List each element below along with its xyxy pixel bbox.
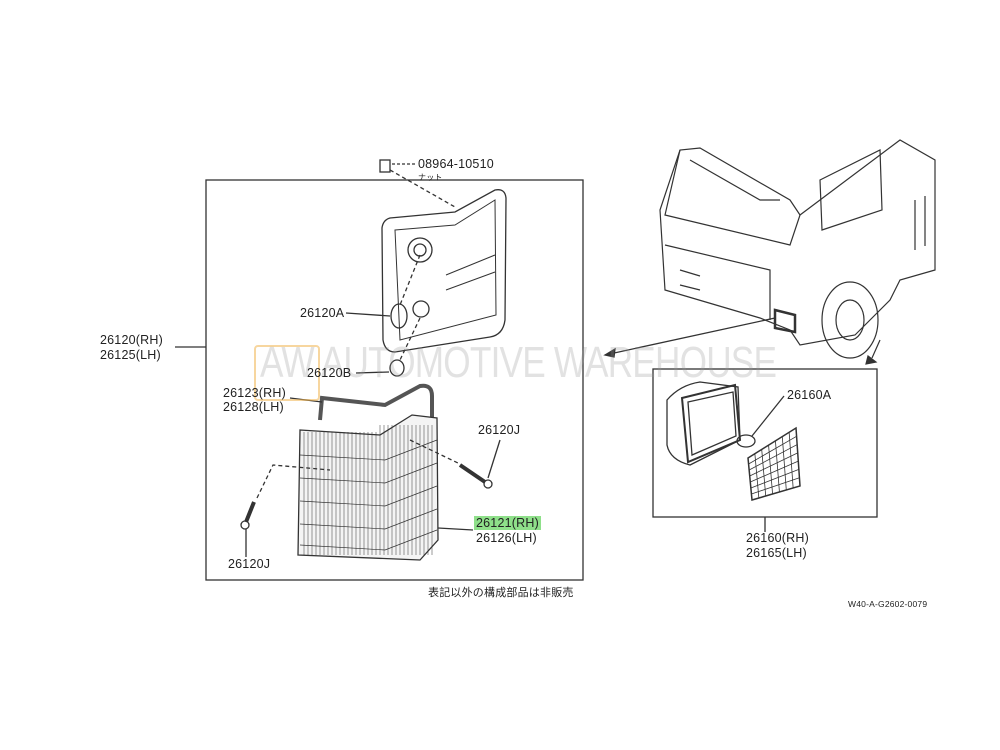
lens-grid-line <box>788 432 794 489</box>
lens-grid-line <box>768 445 773 495</box>
part-26160a[interactable]: 26160A <box>787 388 832 402</box>
part-26126-lh[interactable]: 26126(LH) <box>476 531 537 545</box>
part-26160-rh[interactable]: 26160(RH) <box>746 531 809 545</box>
part-26121-rh[interactable]: 26121(RH) <box>474 516 541 530</box>
screw-right <box>458 463 487 484</box>
truck-illustration <box>659 139 936 365</box>
lens-grid-line <box>748 435 797 465</box>
assembly-frame <box>205 179 584 581</box>
side-lamp-lens <box>747 426 801 501</box>
part-26120b[interactable]: 26120B <box>307 366 352 380</box>
part-26125-lh[interactable]: 26125(LH) <box>100 348 161 362</box>
side-lamp-housing <box>666 381 742 466</box>
lens-grid-line <box>750 469 800 489</box>
not-sold-note: 表記以外の構成部品は非販売 <box>428 587 574 599</box>
lens-grid-line <box>750 460 799 483</box>
part-26120j-right[interactable]: 26120J <box>478 423 521 437</box>
watermark-logo <box>254 345 320 401</box>
part-26120a[interactable]: 26120A <box>300 306 345 320</box>
watermark: AW AUTOMOTIVE WAREHOUSE <box>260 338 777 387</box>
lens-grid-line <box>781 436 787 491</box>
screw-left <box>244 501 256 523</box>
gasket <box>318 383 434 421</box>
part-26123-rh[interactable]: 26123(RH) <box>223 386 286 400</box>
lens-grid-line <box>754 453 760 499</box>
part-26120-rh[interactable]: 26120(RH) <box>100 333 163 347</box>
part-26120j-left[interactable]: 26120J <box>228 557 271 571</box>
lens-grid-line <box>775 440 780 493</box>
side-bulb <box>736 434 756 448</box>
nut-part <box>379 159 391 173</box>
part-26165-lh[interactable]: 26165(LH) <box>746 546 807 560</box>
lens-grid-line <box>751 477 800 495</box>
lens-part <box>297 414 439 561</box>
lens-grid-line <box>749 452 798 477</box>
bulb-26120b <box>389 359 405 377</box>
diagram-code: W40-A-G2602-0079 <box>848 599 928 609</box>
part-08964-10510[interactable]: 08964-10510 <box>418 157 494 171</box>
part-26128-lh[interactable]: 26128(LH) <box>223 400 284 414</box>
lens-grid-line <box>748 444 798 471</box>
bulb-26120a <box>390 303 408 329</box>
nut-label: ナット <box>418 173 443 182</box>
lamp-housing <box>381 189 507 353</box>
lens-grid-line <box>761 449 767 497</box>
